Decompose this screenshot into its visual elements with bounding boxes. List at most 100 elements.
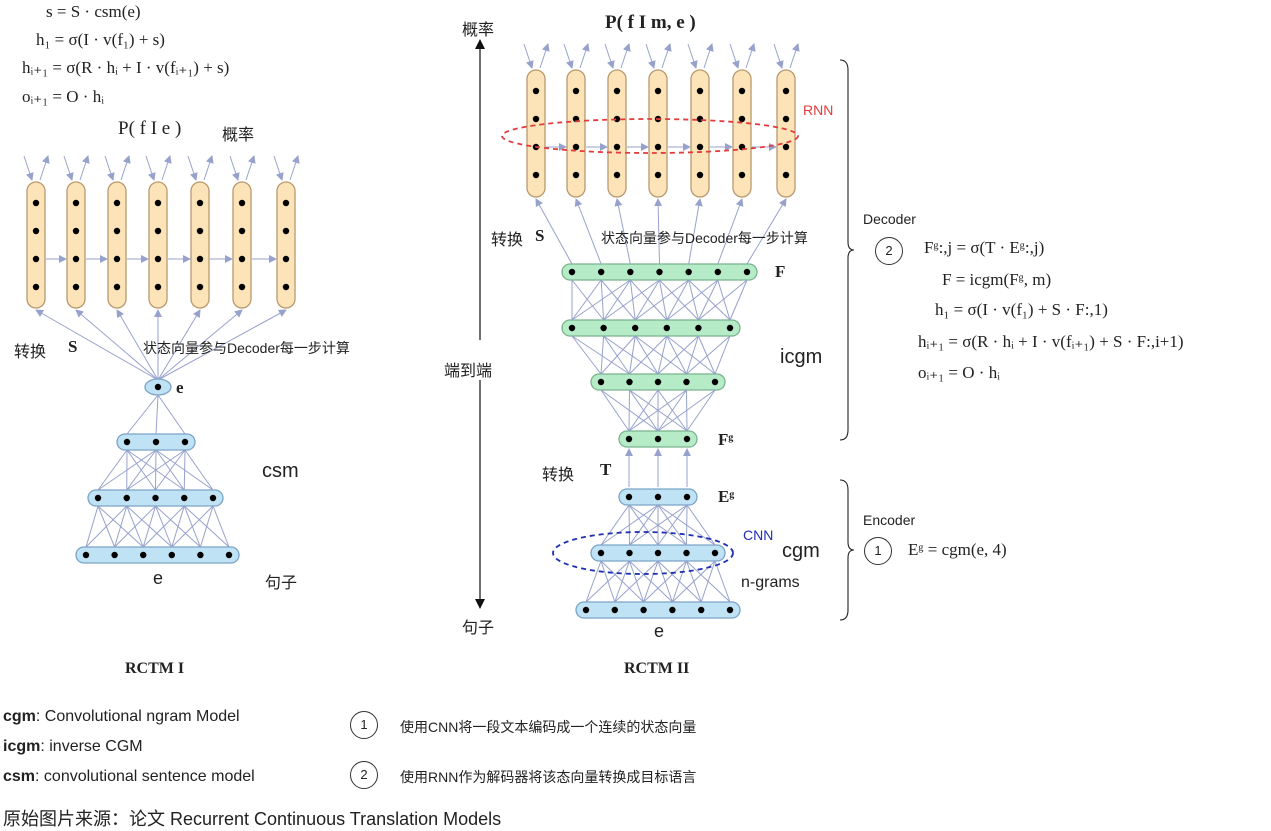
icgm-link — [697, 279, 719, 321]
right-rnn-unit — [696, 115, 704, 123]
left-rnn-unit — [238, 255, 246, 263]
left-formula-4: oᵢ₊₁ = O · hᵢ — [22, 87, 104, 106]
left-rnn-unit — [154, 227, 162, 235]
left-csm-layer-mid-unit — [209, 494, 217, 502]
right-rnn-output-arrow — [789, 43, 800, 69]
icgm-layer-mid-unit — [654, 378, 662, 386]
cgm-link — [714, 560, 731, 603]
left-sentence-label: 句子 — [265, 575, 298, 592]
left-csm-link — [126, 449, 156, 491]
cgm-link — [628, 504, 659, 546]
left-rnn-unit — [238, 199, 246, 207]
left-csm-link — [126, 505, 173, 548]
icgm-layer-top-unit — [632, 324, 639, 332]
note-1-text: 使用CNN将一段文本编码成一个连续的状态向量 — [400, 719, 697, 735]
left-s-arrow — [157, 309, 201, 381]
left-rnn-unit — [113, 227, 121, 235]
right-s-arrow — [654, 198, 663, 265]
left-csm-link — [126, 394, 159, 435]
right-input-layer-unit — [669, 606, 676, 614]
right-rnn-output-arrow — [579, 43, 590, 69]
right-rnn-unit — [782, 87, 790, 95]
right-input-layer-unit — [582, 606, 590, 614]
icgm-link — [666, 335, 687, 375]
encoder-number-badge: 1 — [864, 537, 892, 565]
left-rnn-unit — [32, 283, 40, 291]
right-input-layer-unit — [726, 606, 734, 614]
Eg-layer-unit — [683, 493, 691, 501]
icgm-link — [634, 335, 659, 375]
legend-item-cgm: cgm: Convolutional ngram Model — [3, 708, 240, 726]
icgm-link — [714, 335, 731, 375]
left-csm-link — [97, 505, 116, 548]
icgm-link — [629, 389, 659, 432]
left-csm-link — [155, 394, 159, 435]
Eg-label: Eᵍ — [718, 487, 735, 506]
left-csm-link — [126, 449, 185, 491]
left-csm-link — [183, 505, 201, 548]
left-rnn-unit — [196, 199, 204, 207]
left-formula-1: s = S · csm(e) — [46, 2, 141, 21]
icgm-layer-top-unit — [695, 324, 702, 332]
decoder-formula-1: Fᵍ:,j = σ(T · Eᵍ:,j) — [924, 238, 1045, 257]
right-rnn-output-arrow — [539, 43, 550, 69]
left-convert-label: 转换 — [14, 344, 47, 361]
icgm-link — [666, 335, 716, 375]
encoder-brace — [839, 479, 855, 621]
left-rnn-output-arrow — [203, 155, 214, 181]
right-s-arrow — [717, 198, 744, 265]
icgm-link — [571, 335, 630, 375]
icgm-link — [686, 335, 699, 375]
left-rnn-unit — [113, 283, 121, 291]
left-rnn-unit — [282, 227, 290, 235]
right-rnn-unit — [654, 143, 662, 151]
icgm-link — [686, 389, 688, 432]
right-rnn-unit — [696, 171, 704, 179]
icgm-link — [603, 279, 660, 321]
left-csm-layer-mid-unit — [123, 494, 130, 502]
right-rnn-unit — [613, 115, 621, 123]
icgm-link — [698, 279, 748, 321]
left-prob-label: P( f I e ) — [118, 118, 182, 139]
icgm-link — [686, 335, 731, 375]
rnn-ellipse — [501, 118, 799, 154]
left-input-layer-unit — [225, 551, 233, 559]
legend-text: : Convolutional ngram Model — [35, 708, 240, 725]
left-rnn-input-arrow — [23, 155, 34, 181]
left-rnn-unit — [32, 255, 40, 263]
right-state-note: 状态向量参与Decoder每一步计算 — [601, 230, 808, 246]
icgm-link — [571, 279, 631, 321]
left-rnn-unit — [32, 199, 40, 207]
left-input-layer-unit — [168, 551, 175, 559]
left-rnn-column — [276, 181, 296, 309]
right-rnn-unit — [654, 87, 662, 95]
right-rnn-column — [690, 69, 710, 198]
left-rnn-input-arrow — [104, 155, 115, 181]
right-rnn-output-arrow — [661, 43, 672, 69]
left-rnn-unit — [154, 255, 162, 263]
left-s-arrow — [157, 309, 243, 381]
legend-key: cgm — [3, 708, 36, 725]
cnn-ellipse — [552, 531, 734, 575]
icgm-label: icgm — [780, 346, 823, 368]
F-layer-unit — [627, 268, 634, 276]
right-rnn-unit — [654, 171, 662, 179]
left-rnn-unit — [154, 199, 162, 207]
T-label: T — [600, 460, 612, 479]
left-rnn-unit — [72, 227, 80, 235]
left-s-arrow — [157, 309, 287, 381]
Eg-layer-unit — [654, 493, 662, 501]
right-rnn-input-arrow — [563, 43, 574, 69]
icgm-link — [729, 279, 748, 321]
left-rnn-input-arrow — [229, 155, 240, 181]
cnn-label: CNN — [743, 527, 774, 543]
legend-key: icgm — [3, 738, 41, 755]
left-s-arrow — [35, 309, 159, 381]
F-layer-unit — [597, 268, 605, 276]
right-rnn-output-arrow — [620, 43, 631, 69]
cgm-layer-unit — [711, 549, 719, 557]
left-csm-layer-mid-unit — [152, 494, 159, 502]
left-formula-3: hᵢ₊₁ = σ(R · hᵢ + I · v(fᵢ₊₁) + s) — [22, 58, 230, 77]
left-convert-symbol: S — [68, 337, 78, 356]
right-rnn-unit — [572, 171, 580, 179]
